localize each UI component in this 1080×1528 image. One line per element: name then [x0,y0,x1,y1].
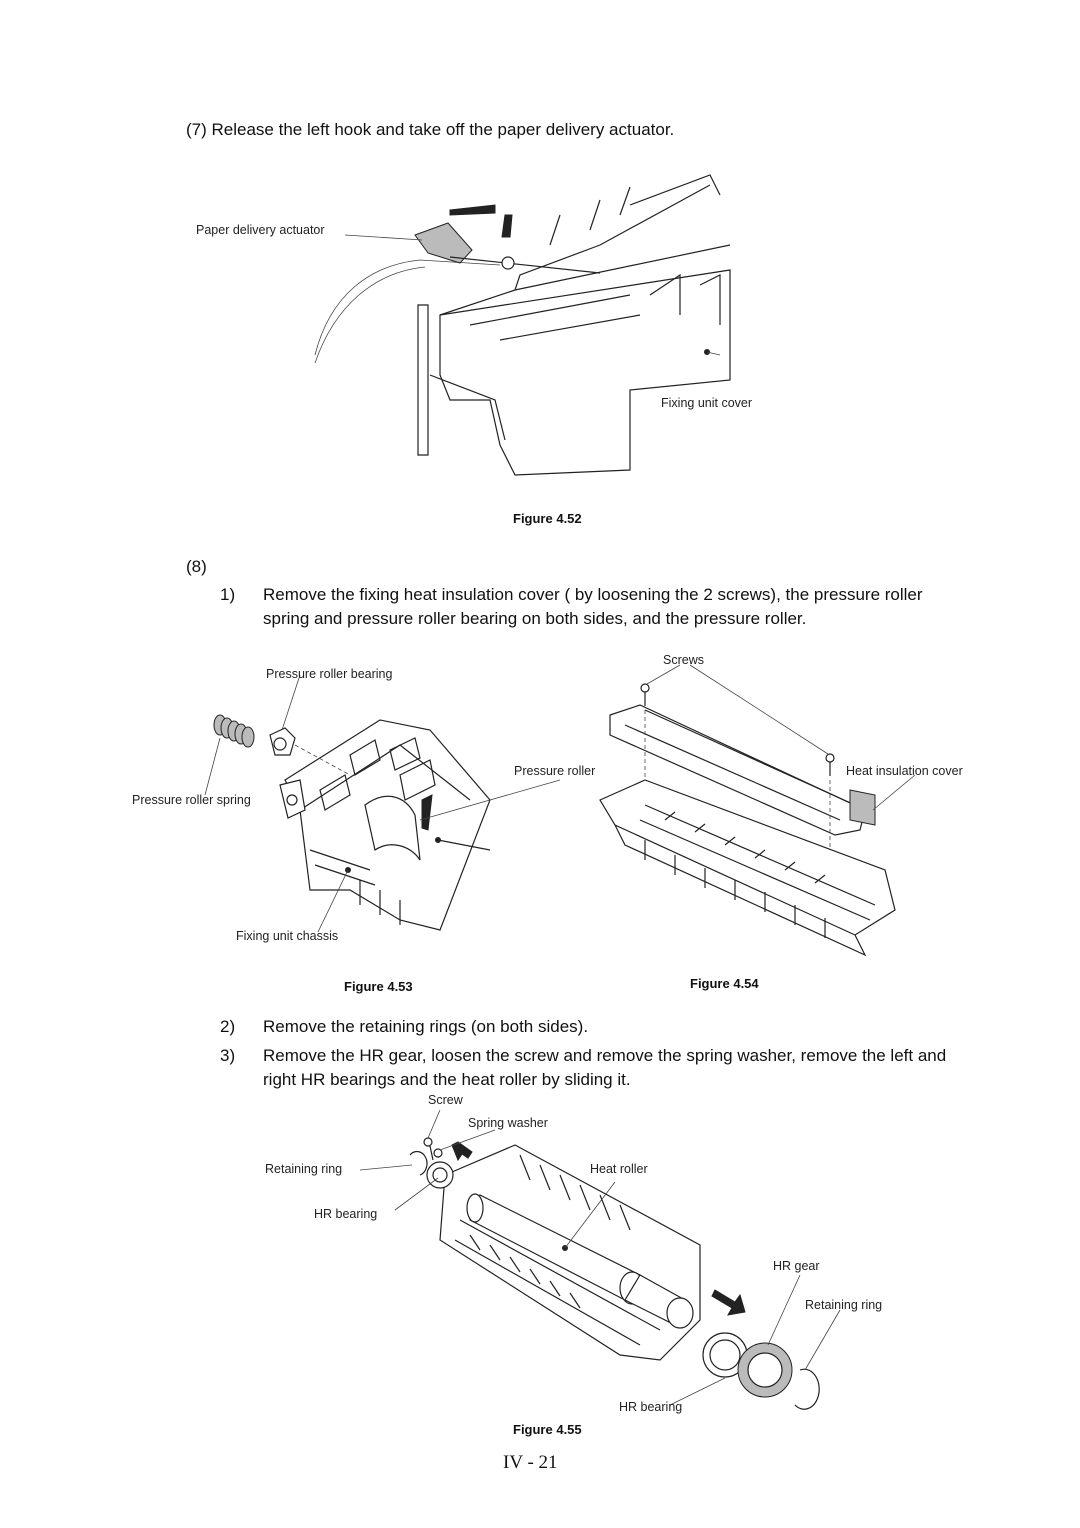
figure-4-52-illustration [314,174,731,476]
figure-4-55-caption: Figure 4.55 [513,1422,582,1437]
label-retaining-ring-left: Retaining ring [265,1162,343,1176]
label-paper-delivery-actuator: Paper delivery actuator [196,223,325,237]
label-heat-insulation-cover: Heat insulation cover [846,764,963,778]
label-fixing-unit-cover: Fixing unit cover [661,396,753,410]
step-8-number: (8) [186,557,207,576]
label-retaining-ring-right: Retaining ring [805,1298,883,1312]
label-hr-bearing-right: HR bearing [619,1400,683,1414]
figure-4-52-caption: Figure 4.52 [513,511,582,526]
figure-4-55-illustration [359,1109,841,1410]
step-8-2-number: 2) [220,1017,236,1036]
step-8-2-text: Remove the retaining rings (on both side… [263,1017,589,1036]
label-pressure-roller-bearing: Pressure roller bearing [266,667,393,681]
label-hr-gear: HR gear [773,1259,820,1273]
label-pressure-roller-spring: Pressure roller spring [132,793,251,807]
pressure-roller-spring-part [213,714,255,748]
figure-4-54-illustration [599,664,916,957]
label-pressure-roller: Pressure roller [514,764,596,778]
label-heat-roller: Heat roller [590,1162,648,1176]
step-8-1-number: 1) [220,585,236,604]
label-fixing-unit-chassis: Fixing unit chassis [236,929,339,943]
figure-4-53-illustration [204,674,561,933]
figure-4-54-caption: Figure 4.54 [690,976,759,991]
step-8-3-line2: right HR bearings and the heat roller by… [263,1070,631,1089]
step-8-1-line2: spring and pressure roller bearing on bo… [263,609,807,628]
step-8-3-line1: Remove the HR gear, loosen the screw and… [263,1046,947,1065]
label-screws: Screws [663,653,704,667]
label-hr-bearing-left: HR bearing [314,1207,378,1221]
screw-parts [640,683,835,776]
step-8-3-number: 3) [220,1046,236,1065]
label-screw: Screw [428,1093,463,1107]
figure-4-53-caption: Figure 4.53 [344,979,413,994]
step-7-text: (7) Release the left hook and take off t… [186,120,675,139]
page-number: IV - 21 [503,1452,558,1473]
label-spring-washer: Spring washer [468,1116,548,1130]
step-8-1-line1: Remove the fixing heat insulation cover … [263,585,923,604]
